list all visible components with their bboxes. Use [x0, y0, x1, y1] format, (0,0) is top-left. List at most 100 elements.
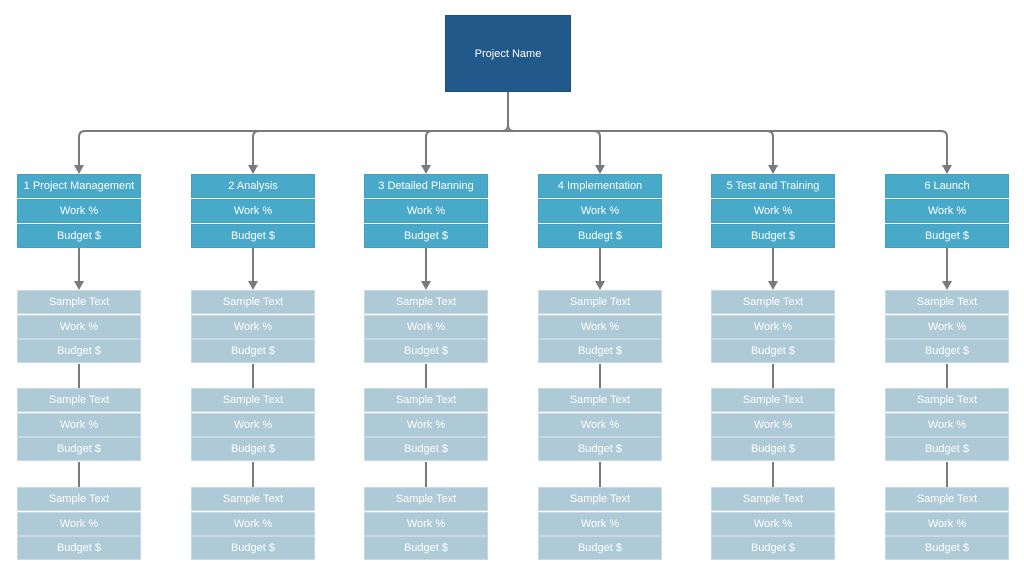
task-text[interactable]: Sample Text [191, 487, 315, 511]
phase-budget[interactable]: Budget $ [191, 224, 315, 248]
task-text[interactable]: Sample Text [538, 388, 662, 412]
phase-budget[interactable]: Budget $ [17, 224, 141, 248]
phase-arrow [595, 165, 605, 174]
task-text[interactable]: Sample Text [885, 388, 1009, 412]
phase-work[interactable]: Work % [364, 199, 488, 223]
task-work[interactable]: Work % [364, 314, 488, 339]
task-arrow [421, 281, 431, 290]
phase-drop-connector [425, 130, 433, 165]
task-budget[interactable]: Budget $ [885, 339, 1009, 364]
task-work[interactable]: Work % [17, 314, 141, 339]
task-work[interactable]: Work % [885, 314, 1009, 339]
task-arrow [595, 281, 605, 290]
task-arrow [74, 281, 84, 290]
task-budget[interactable]: Budget $ [364, 339, 488, 364]
task-budget[interactable]: Budget $ [538, 437, 662, 462]
phase-drop-connector [766, 130, 774, 165]
phase-arrow [768, 165, 778, 174]
phase-arrow [421, 165, 431, 174]
task-work[interactable]: Work % [538, 511, 662, 536]
phase-title[interactable]: 1 Project Management [17, 174, 141, 198]
phase-drop-connector [593, 130, 601, 165]
task-budget[interactable]: Budget $ [538, 536, 662, 561]
task-budget[interactable]: Budget $ [17, 339, 141, 364]
task-budget[interactable]: Budget $ [191, 339, 315, 364]
phase-work[interactable]: Work % [711, 199, 835, 223]
task-budget[interactable]: Budget $ [711, 536, 835, 561]
phase-budget[interactable]: Budget $ [364, 224, 488, 248]
phase-work[interactable]: Work % [191, 199, 315, 223]
task-text[interactable]: Sample Text [17, 290, 141, 314]
task-work[interactable]: Work % [191, 412, 315, 437]
task-work[interactable]: Work % [538, 314, 662, 339]
task-text[interactable]: Sample Text [17, 388, 141, 412]
task-text[interactable]: Sample Text [191, 388, 315, 412]
phase-title[interactable]: 6 Launch [885, 174, 1009, 198]
task-arrow [248, 281, 258, 290]
phase-arrow [248, 165, 258, 174]
task-text[interactable]: Sample Text [364, 487, 488, 511]
task-work[interactable]: Work % [711, 412, 835, 437]
task-work[interactable]: Work % [364, 511, 488, 536]
phase-title[interactable]: 4 Implementation [538, 174, 662, 198]
task-text[interactable]: Sample Text [364, 388, 488, 412]
phase-drop-connector [252, 130, 260, 165]
task-work[interactable]: Work % [711, 511, 835, 536]
project-name-label: Project Name [474, 47, 542, 60]
task-work[interactable]: Work % [538, 412, 662, 437]
task-text[interactable]: Sample Text [711, 487, 835, 511]
phase-drop-connector [940, 130, 948, 165]
task-text[interactable]: Sample Text [364, 290, 488, 314]
task-text[interactable]: Sample Text [711, 290, 835, 314]
task-work[interactable]: Work % [17, 412, 141, 437]
task-text[interactable]: Sample Text [17, 487, 141, 511]
task-work[interactable]: Work % [17, 511, 141, 536]
task-work[interactable]: Work % [885, 511, 1009, 536]
task-budget[interactable]: Budget $ [191, 437, 315, 462]
phase-arrow [74, 165, 84, 174]
task-budget[interactable]: Budget $ [191, 536, 315, 561]
task-text[interactable]: Sample Text [885, 290, 1009, 314]
phase-work[interactable]: Work % [538, 199, 662, 223]
task-budget[interactable]: Budget $ [364, 536, 488, 561]
task-arrow [942, 281, 952, 290]
task-budget[interactable]: Budget $ [885, 437, 1009, 462]
phase-arrow [942, 165, 952, 174]
project-root-node[interactable]: Project Name [445, 15, 571, 92]
task-budget[interactable]: Budget $ [538, 339, 662, 364]
task-work[interactable]: Work % [885, 412, 1009, 437]
phase-drop-connector [78, 130, 86, 165]
task-text[interactable]: Sample Text [711, 388, 835, 412]
task-text[interactable]: Sample Text [538, 487, 662, 511]
task-text[interactable]: Sample Text [191, 290, 315, 314]
phase-title[interactable]: 5 Test and Training [711, 174, 835, 198]
task-work[interactable]: Work % [191, 314, 315, 339]
phase-budget[interactable]: Budget $ [711, 224, 835, 248]
task-budget[interactable]: Budget $ [364, 437, 488, 462]
phase-budget[interactable]: Budget $ [885, 224, 1009, 248]
task-budget[interactable]: Budget $ [711, 339, 835, 364]
task-work[interactable]: Work % [711, 314, 835, 339]
phase-work[interactable]: Work % [885, 199, 1009, 223]
task-budget[interactable]: Budget $ [17, 536, 141, 561]
task-budget[interactable]: Budget $ [711, 437, 835, 462]
phase-work[interactable]: Work % [17, 199, 141, 223]
phase-title[interactable]: 2 Analysis [191, 174, 315, 198]
task-work[interactable]: Work % [364, 412, 488, 437]
task-arrow [768, 281, 778, 290]
task-text[interactable]: Sample Text [885, 487, 1009, 511]
task-work[interactable]: Work % [191, 511, 315, 536]
phase-budget[interactable]: Budegt $ [538, 224, 662, 248]
task-budget[interactable]: Budget $ [17, 437, 141, 462]
phase-title[interactable]: 3 Detailed Planning [364, 174, 488, 198]
task-budget[interactable]: Budget $ [885, 536, 1009, 561]
task-text[interactable]: Sample Text [538, 290, 662, 314]
